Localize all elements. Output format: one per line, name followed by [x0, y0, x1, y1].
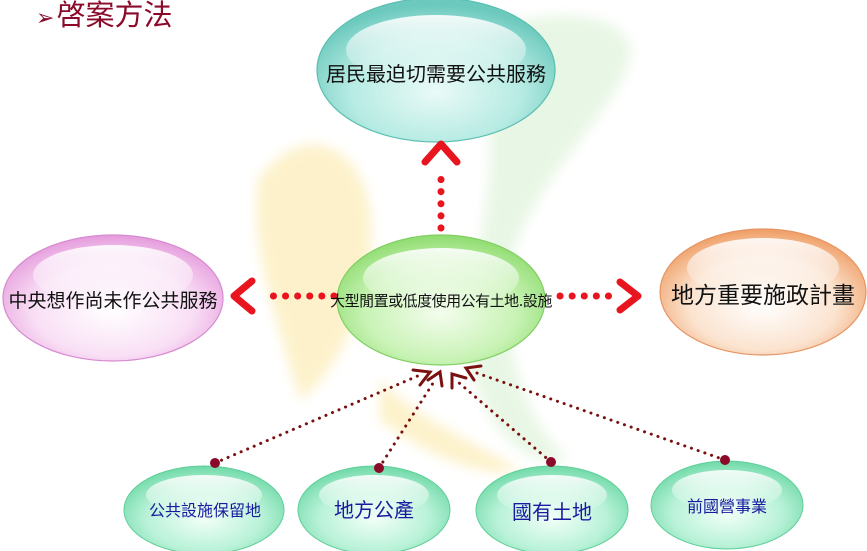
source-ellipse-2 — [297, 465, 451, 551]
arrow-source-3 — [450, 372, 556, 467]
source-ellipse-3 — [475, 465, 629, 551]
node-left-ellipse — [2, 234, 224, 362]
source-label-2: 地方公產 — [334, 497, 414, 522]
arrow-source-4 — [463, 364, 730, 465]
arrow-to-top — [421, 140, 461, 232]
source-label-4: 前國營事業 — [686, 497, 767, 516]
arrow-to-right — [556, 278, 642, 314]
bullet-arrow-icon: ➢ — [36, 6, 55, 31]
arrow-source-2 — [374, 369, 444, 473]
source-label-3: 國有土地 — [512, 499, 592, 524]
node-right-ellipse — [659, 228, 867, 356]
node-left-label: 中央想作尚未作公共服務 — [8, 289, 218, 312]
node-right-label: 地方重要施政計畫 — [671, 283, 855, 309]
arrow-source-1 — [210, 368, 433, 468]
source-ellipse-4 — [650, 460, 804, 550]
node-top-label: 居民最迫切需要公共服務 — [326, 61, 546, 86]
node-top-ellipse — [316, 0, 556, 143]
slide-title-text: 啓案方法 — [56, 0, 173, 32]
slide-title: ➢啓案方法 — [36, 0, 172, 34]
source-ellipse-1 — [123, 465, 285, 551]
arrow-to-left — [230, 277, 338, 315]
source-label-1: 公共設施保留地 — [148, 501, 261, 520]
node-center-ellipse — [336, 234, 546, 366]
node-center-label: 大型閒置或低度使用公有土地.設施 — [330, 291, 552, 310]
